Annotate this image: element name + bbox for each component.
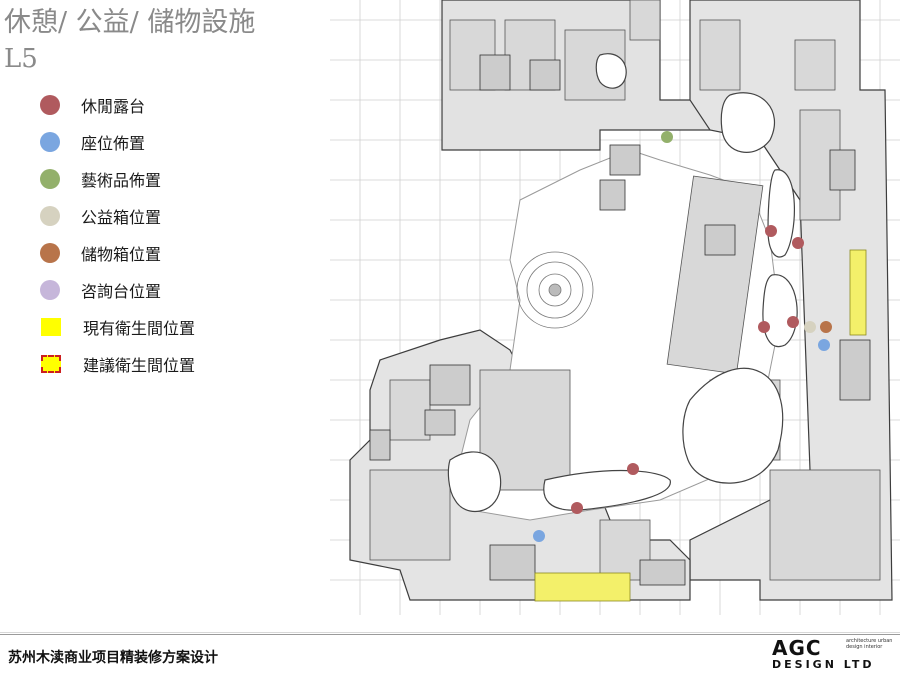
legend-item-proposed-toilet: 建議衛生間位置 [40,345,300,382]
legend-label: 藝術品佈置 [81,170,162,190]
terrace-marker [792,237,804,249]
artwork-marker [661,131,673,143]
plan-markers [533,131,832,542]
legend-label: 咨詢台位置 [81,281,162,301]
existing-toilets [534,249,867,602]
stair-cores [369,54,871,586]
legend: 休閒露台 座位佈置 藝術品佈置 公益箱位置 儲物箱位置 咨詢台位置 現有衛生間位… [40,86,300,382]
logo-tagline: architecture urban design interior [846,638,893,650]
legend-item-charity-box: 公益箱位置 [40,197,300,234]
terrace-marker [627,463,639,475]
terrace-marker [787,316,799,328]
legend-item-existing-toilet: 現有衛生間位置 [40,308,300,345]
floor-plan [330,0,900,615]
logo-subtitle: DESIGN LTD [772,658,875,671]
legend-label: 休閒露台 [81,96,146,116]
seating-marker-icon [40,131,60,152]
atrium-voids [447,53,798,513]
footer-divider [0,634,900,635]
artwork-marker-icon [40,168,60,189]
seating-marker [533,530,545,542]
seating-marker [818,339,830,351]
legend-label: 現有衛生間位置 [83,318,196,338]
legend-label: 建議衛生間位置 [83,355,196,375]
terrace-marker [765,225,777,237]
legend-label: 儲物箱位置 [81,244,162,264]
existing-toilet-marker-icon [41,317,61,336]
info-desk-marker-icon [40,279,60,300]
legend-item-info-desk: 咨詢台位置 [40,271,300,308]
charity-box-marker [804,321,816,333]
central-stage [516,251,594,329]
locker-marker [820,321,832,333]
project-title: 苏州木渎商业项目精装修方案设计 [8,650,218,666]
legend-item-locker: 儲物箱位置 [40,234,300,271]
legend-item-artwork: 藝術品佈置 [40,160,300,197]
legend-label: 公益箱位置 [81,207,162,227]
agc-logo: AGC architecture urban design interior D… [772,636,898,672]
terrace-marker [758,321,770,333]
footer-divider [0,632,900,633]
logo-mark: AGC [772,636,822,660]
floor-label: L5 [4,44,38,74]
terrace-marker [571,502,583,514]
locker-marker-icon [40,242,60,263]
charity-box-marker-icon [40,205,60,226]
legend-item-terrace: 休閒露台 [40,86,300,123]
terrace-marker-icon [40,94,60,115]
legend-label: 座位佈置 [81,133,146,153]
proposed-toilet-marker-icon [41,354,61,373]
legend-item-seating: 座位佈置 [40,123,300,160]
page-title: 休憩/ 公益/ 儲物設施 [4,7,256,38]
